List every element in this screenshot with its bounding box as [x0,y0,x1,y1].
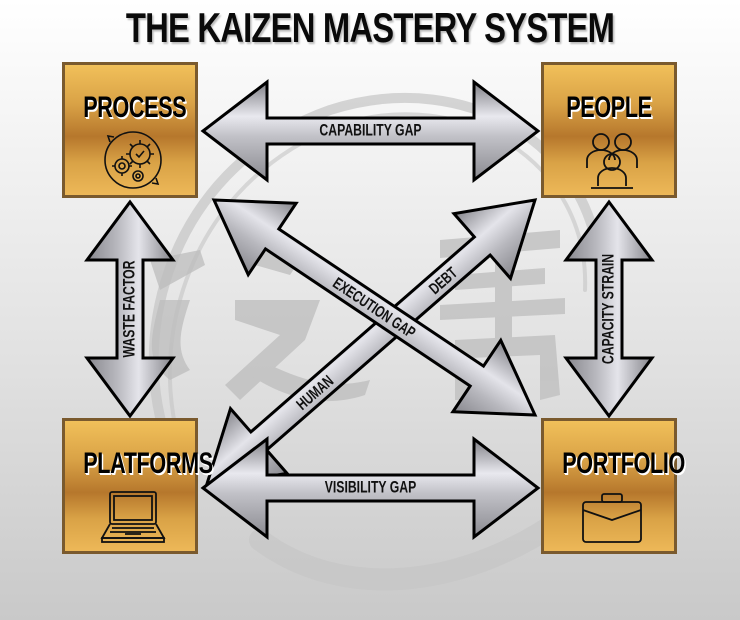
people-group-icon [586,133,638,189]
arrow-body [200,435,541,541]
node-portfolio: PORTFOLIO [541,418,685,554]
laptop-icon [100,491,166,543]
diagram-title: THE KAIZEN MASTERY SYSTEM [125,4,615,51]
node-label: PROCESS [83,91,187,124]
arrow-body [200,78,541,184]
briefcase-icon [582,493,642,543]
arrow-label: WASTE FACTOR [121,260,139,357]
arrow-waste-factor: WASTE FACTOR [84,199,176,419]
node-platforms: PLATFORMS [62,418,213,554]
arrow-body [203,198,538,489]
node-label: PEOPLE [566,91,652,124]
arrow-label: CAPABILITY GAP [319,122,421,140]
arrow-label: CAPACITY STRAIN [600,254,618,364]
node-people: PEOPLE [541,62,677,198]
arrow-capability-gap: CAPABILITY GAP [200,78,541,184]
arrow-visibility-gap: VISIBILITY GAP [200,435,541,541]
node-label: PLATFORMS [83,447,213,480]
gears-cycle-icon [104,131,162,189]
arrow-capacity-strain: CAPACITY STRAIN [563,199,655,419]
arrow-body [211,198,538,417]
arrow-body [563,199,655,419]
node-label: PORTFOLIO [562,447,685,480]
arrow-body [84,199,176,419]
arrow-label: VISIBILITY GAP [325,479,417,497]
node-process: PROCESS [62,62,198,198]
